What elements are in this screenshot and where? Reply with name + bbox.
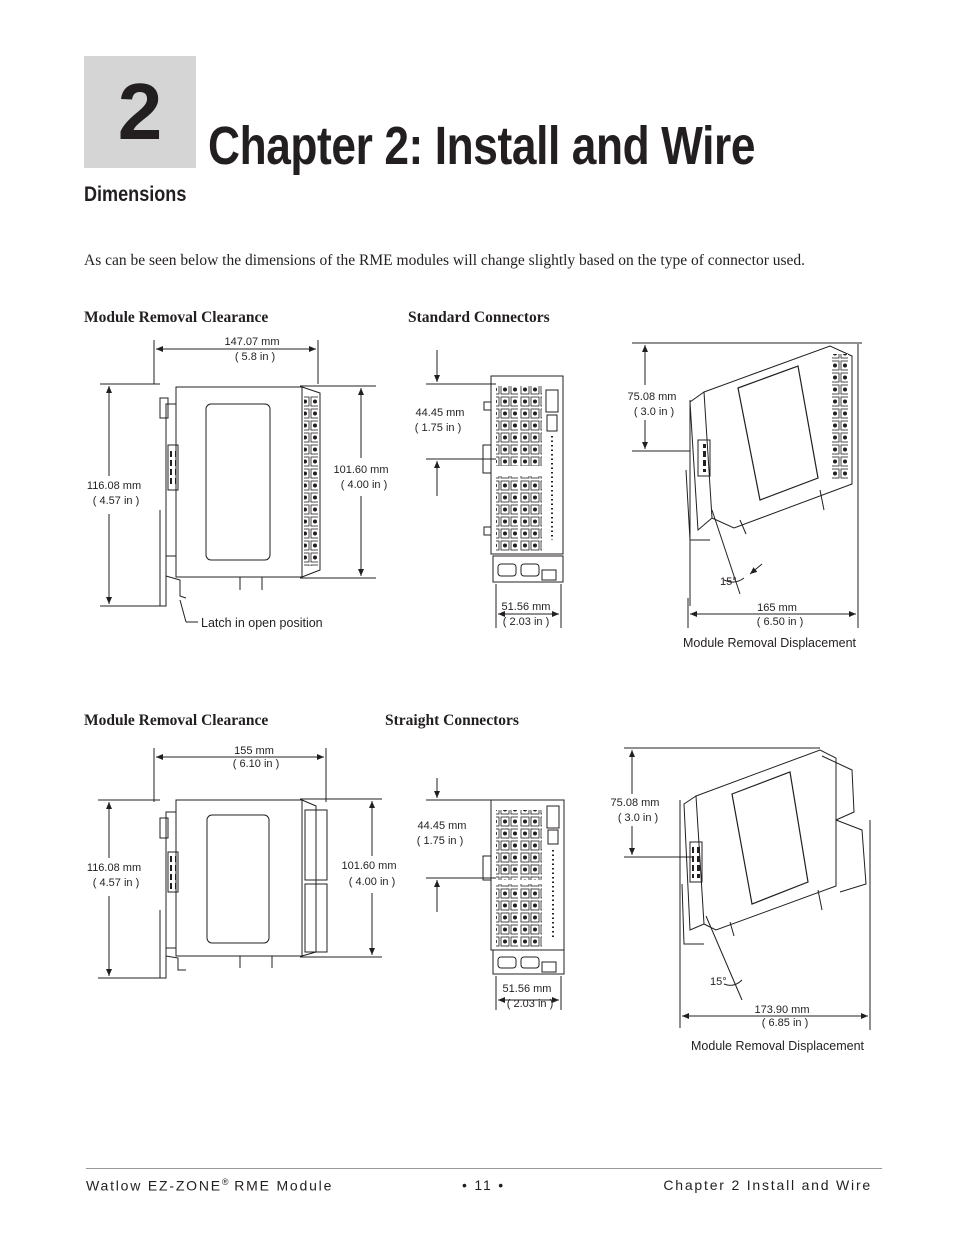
chapter-number: 2 — [117, 67, 163, 156]
str-inner-in: ( 4.00 in ) — [349, 876, 395, 888]
intro-paragraph: As can be seen below the dimensions of t… — [84, 252, 806, 269]
std-tilt-height-mm: 75.08 mm — [628, 391, 677, 403]
section-title: Dimensions — [84, 183, 187, 206]
std-height-in: ( 4.57 in ) — [93, 495, 139, 507]
str-tilt-height-mm: 75.08 mm — [611, 797, 660, 809]
str-tilt-height-in: ( 3.0 in ) — [618, 812, 658, 824]
std-front-width-mm: 51.56 mm — [502, 601, 551, 613]
str-height-in: ( 4.57 in ) — [93, 877, 139, 889]
std-front-height-in: ( 1.75 in ) — [415, 422, 461, 434]
std-displacement-in: ( 6.50 in ) — [757, 616, 803, 628]
chapter-number-box — [84, 56, 196, 168]
str-front-width-mm: 51.56 mm — [503, 983, 552, 995]
str-displacement-mm: 173.90 mm — [754, 1004, 809, 1016]
std-inner-in: ( 4.00 in ) — [341, 479, 387, 491]
str-height-mm: 116.08 mm — [87, 862, 141, 874]
std-front-height-mm: 44.45 mm — [416, 407, 465, 419]
std-displacement-mm: 165 mm — [757, 602, 797, 614]
std-tilt-height-in: ( 3.0 in ) — [634, 406, 674, 418]
footer-registered-mark: ® — [221, 1177, 229, 1187]
str-angle: 15° — [710, 976, 727, 988]
caption-clearance-1: Module Removal Clearance — [84, 309, 269, 326]
footer-rule — [86, 1168, 882, 1169]
str-displacement-caption: Module Removal Displacement — [691, 1039, 865, 1053]
str-front-height-in: ( 1.75 in ) — [417, 835, 463, 847]
str-front-height-mm: 44.45 mm — [418, 820, 467, 832]
std-front-width-in: ( 2.03 in ) — [503, 616, 549, 628]
footer-product-tail: RME Module — [228, 1177, 334, 1194]
tilt-view-standard — [632, 342, 862, 628]
str-width-mm: 155 mm — [234, 745, 274, 757]
str-inner-mm: 101.60 mm — [341, 860, 396, 872]
std-inner-mm: 101.60 mm — [333, 464, 388, 476]
footer-chapter: Chapter 2 Install and Wire — [663, 1177, 872, 1193]
side-view-straight — [98, 748, 382, 979]
std-height-mm: 116.08 mm — [87, 480, 141, 492]
caption-standard-connectors: Standard Connectors — [408, 309, 550, 326]
caption-clearance-2: Module Removal Clearance — [84, 712, 269, 729]
footer-product: Watlow EZ-ZONE — [86, 1177, 222, 1194]
side-view-standard — [100, 340, 376, 623]
footer-left: Watlow EZ-ZONE® RME Module — [86, 1177, 333, 1194]
latch-label: Latch in open position — [201, 616, 323, 630]
str-displacement-in: ( 6.85 in ) — [762, 1017, 808, 1029]
str-width-in: ( 6.10 in ) — [233, 758, 279, 770]
std-angle: 15° — [720, 576, 737, 588]
std-width-mm: 147.07 mm — [224, 336, 279, 348]
std-displacement-caption: Module Removal Displacement — [683, 636, 857, 650]
chapter-title: Chapter 2: Install and Wire — [208, 116, 756, 176]
tilt-view-straight — [624, 747, 871, 1030]
front-view-standard — [426, 350, 564, 628]
caption-straight-connectors: Straight Connectors — [385, 712, 519, 729]
front-view-straight — [426, 778, 565, 1010]
str-front-width-in: ( 2.03 in ) — [507, 998, 553, 1010]
footer-page-number: • 11 • — [462, 1177, 505, 1193]
std-width-in: ( 5.8 in ) — [235, 351, 275, 363]
